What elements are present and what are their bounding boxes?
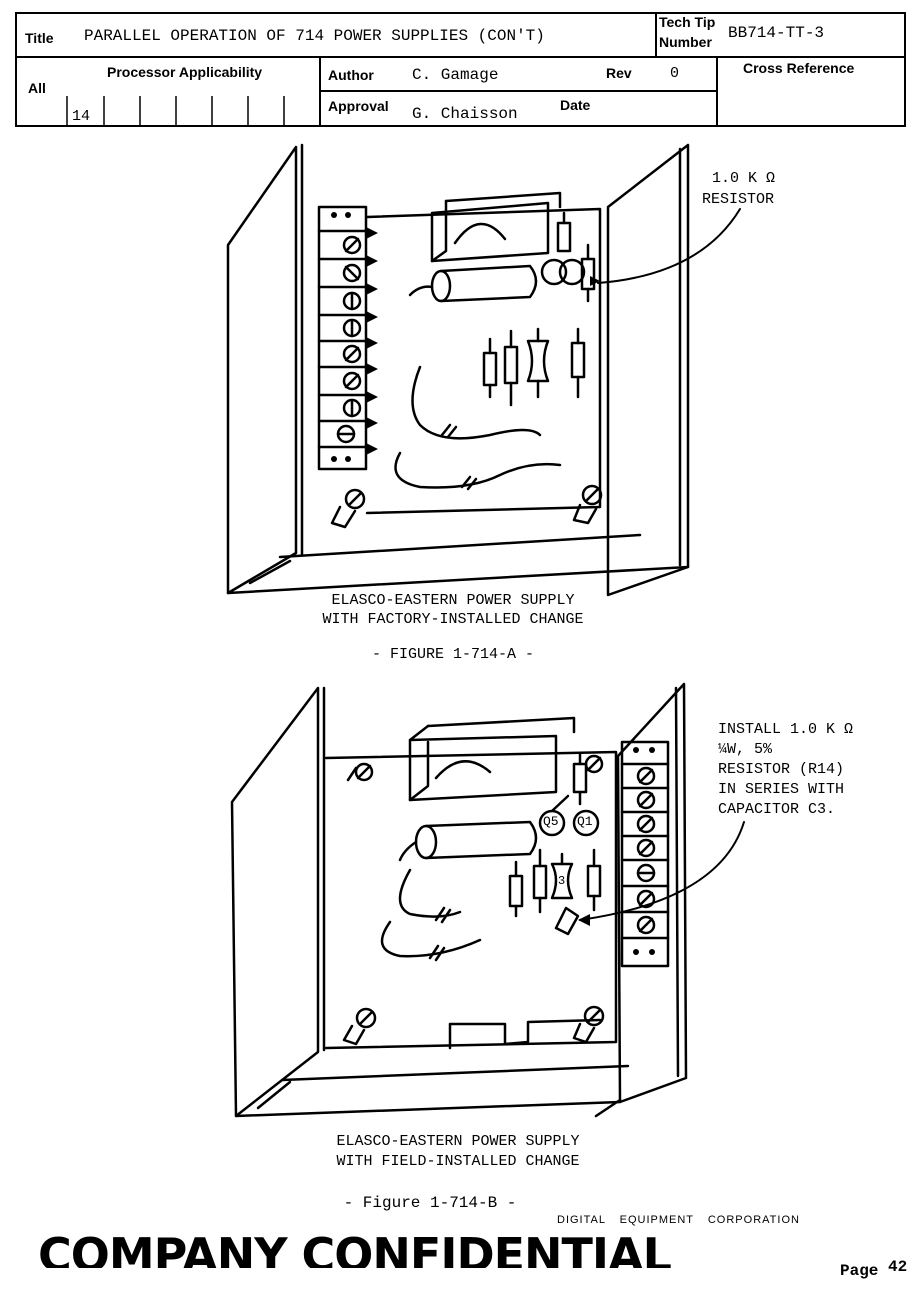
figure-b-callout-line-3: RESISTOR (R14) <box>718 761 845 778</box>
figure-b-drawing <box>230 682 745 1118</box>
q5-label: Q5 <box>543 814 559 829</box>
processor-value: 14 <box>72 108 91 125</box>
rev-label: Rev <box>606 65 632 81</box>
figure-a-callout-line-2: RESISTOR <box>702 191 775 208</box>
figure-b-callout-line-2: ¼W, 5% <box>718 741 773 758</box>
author-cell <box>319 56 718 92</box>
c3-label: 3 <box>558 874 566 888</box>
figure-a-drawing <box>226 143 741 597</box>
tech-tip-number: BB714-TT-3 <box>728 24 825 42</box>
page-number: 42 <box>888 1258 908 1276</box>
rev-value: 0 <box>670 65 680 82</box>
figure-b-callout-line-1: INSTALL 1.0 K Ω <box>718 721 854 738</box>
figure-a-callout-line-1: 1.0 K Ω <box>712 170 776 187</box>
title-label: Title <box>25 30 54 46</box>
number-label: Number <box>659 34 712 50</box>
figure-a-callout: 1.0 K Ω RESISTOR <box>702 168 776 210</box>
corporation-name: DIGITAL EQUIPMENT CORPORATION <box>557 1214 800 1226</box>
q1-label: Q1 <box>577 814 593 829</box>
figure-a-label: - FIGURE 1-714-A - <box>371 646 535 663</box>
approval-value: G. Chaisson <box>412 105 518 123</box>
figure-b-callout-line-4: IN SERIES WITH <box>718 781 845 798</box>
all-label: All <box>28 80 46 96</box>
cross-reference-label: Cross Reference <box>743 60 855 76</box>
page-label: Page <box>840 1262 879 1280</box>
tech-tip-label: Tech Tip <box>659 14 716 30</box>
approval-label: Approval <box>328 98 389 114</box>
figure-b-caption-line-2: WITH FIELD-INSTALLED CHANGE <box>336 1153 580 1170</box>
page-number-area: Page 42 <box>840 1258 907 1280</box>
title-value: PARALLEL OPERATION OF 714 POWER SUPPLIES… <box>84 27 545 45</box>
processor-tick-marks <box>66 96 285 127</box>
figure-b-caption-line-1: ELASCO-EASTERN POWER SUPPLY <box>336 1133 580 1150</box>
date-label: Date <box>560 97 591 113</box>
cross-reference-cell <box>716 56 906 127</box>
figure-a-caption-line-1: ELASCO-EASTERN POWER SUPPLY <box>331 592 575 609</box>
figure-a-caption-line-2: WITH FACTORY-INSTALLED CHANGE <box>322 611 584 628</box>
author-value: C. Gamage <box>412 66 499 84</box>
figure-b-callout: INSTALL 1.0 K Ω ¼W, 5% RESISTOR (R14) IN… <box>718 720 853 820</box>
author-label: Author <box>328 67 374 83</box>
figure-b-label: - Figure 1-714-B - <box>343 1194 517 1212</box>
processor-applicability-label: Processor Applicability <box>107 64 263 80</box>
company-confidential-stamp: COMPANY CONFIDENTIAL <box>38 1232 671 1268</box>
figure-b-callout-line-5: CAPACITOR C3. <box>718 801 836 818</box>
